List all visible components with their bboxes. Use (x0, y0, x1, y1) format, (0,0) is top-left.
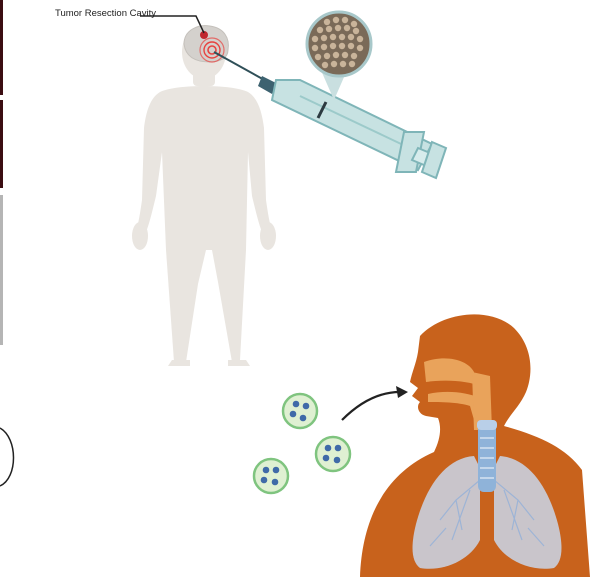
inhalation-arrow-icon (342, 386, 408, 420)
human-body-icon (132, 25, 276, 366)
aerosol-particle-icon (316, 437, 350, 471)
aerosol-particle-icon (283, 394, 317, 428)
aerosol-particle-icon (254, 459, 288, 493)
head-and-lungs-icon (360, 314, 590, 577)
tumor-resection-cavity-label: Tumor Resection Cavity (55, 8, 156, 19)
nanoparticle-magnifier-icon (307, 12, 371, 76)
edge-circle-fragment (0, 428, 14, 486)
